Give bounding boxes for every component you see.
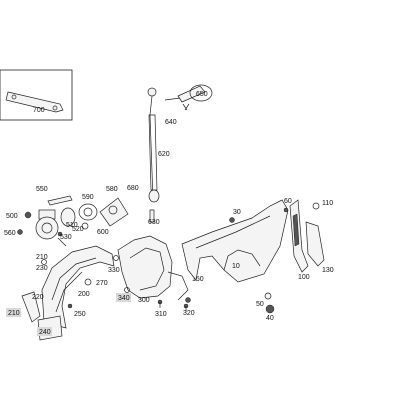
svg-text:130: 130	[322, 267, 334, 274]
svg-text:630: 630	[148, 219, 160, 226]
svg-text:700: 700	[33, 107, 45, 114]
small-parts-cluster	[17, 195, 129, 247]
label-40: 40	[266, 315, 274, 322]
label-340-boxed: 340	[116, 293, 131, 302]
svg-text:150: 150	[192, 276, 204, 283]
label-500: 500	[6, 213, 18, 220]
svg-text:220: 220	[32, 294, 44, 301]
label-150: 150	[192, 276, 204, 283]
label-310: 310	[155, 311, 167, 318]
label-240-boxed: 240	[37, 327, 52, 336]
label-270: 270	[96, 280, 108, 287]
svg-text:310: 310	[155, 311, 167, 318]
label-650: 650	[196, 91, 208, 98]
wheelhouse-panel	[113, 235, 191, 312]
label-200: 200	[78, 291, 90, 298]
svg-text:510: 510	[66, 222, 78, 229]
label-620: 620	[158, 151, 170, 158]
label-10: 10	[232, 263, 240, 270]
svg-text:110: 110	[322, 200, 333, 207]
svg-text:30: 30	[233, 209, 241, 216]
svg-text:580: 580	[106, 186, 118, 193]
label-680: 680	[127, 185, 139, 192]
trim-parts-right	[264, 199, 325, 314]
svg-text:550: 550	[36, 186, 48, 193]
svg-text:50: 50	[256, 301, 264, 308]
svg-text:330: 330	[108, 267, 120, 274]
label-300: 300	[138, 297, 150, 304]
label-520: 520	[72, 226, 84, 233]
label-580: 580	[106, 186, 118, 193]
label-130: 130	[322, 267, 334, 274]
label-230: 230	[36, 265, 48, 272]
label-220: 220	[32, 294, 44, 301]
svg-text:230: 230	[36, 265, 48, 272]
svg-text:210: 210	[36, 254, 48, 261]
label-250: 250	[74, 311, 86, 318]
svg-text:100: 100	[298, 274, 310, 281]
svg-text:210: 210	[8, 310, 20, 317]
label-30: 30	[233, 209, 241, 216]
svg-text:640: 640	[165, 119, 177, 126]
front-fender	[181, 199, 289, 283]
inset-box-700	[0, 69, 73, 121]
svg-text:650: 650	[196, 91, 208, 98]
label-210-top: 210	[36, 254, 48, 261]
label-320: 320	[183, 310, 195, 317]
label-330: 330	[108, 267, 120, 274]
label-630: 630	[148, 219, 160, 226]
label-530: 530	[60, 234, 72, 241]
label-640: 640	[165, 119, 177, 126]
svg-text:300: 300	[138, 297, 150, 304]
svg-text:200: 200	[78, 291, 90, 298]
svg-text:600: 600	[97, 229, 109, 236]
svg-text:250: 250	[74, 311, 86, 318]
svg-text:10: 10	[232, 263, 240, 270]
svg-text:270: 270	[96, 280, 108, 287]
label-110: 110	[322, 200, 333, 207]
label-100: 100	[298, 274, 310, 281]
svg-text:240: 240	[39, 329, 51, 336]
label-600: 600	[97, 229, 109, 236]
svg-text:320: 320	[183, 310, 195, 317]
svg-text:590: 590	[82, 194, 94, 201]
label-560: 560	[4, 230, 16, 237]
label-550: 550	[36, 186, 48, 193]
svg-text:60: 60	[284, 198, 292, 205]
label-210-boxed: 210	[6, 308, 21, 317]
svg-text:40: 40	[266, 315, 274, 322]
svg-text:340: 340	[118, 295, 130, 302]
svg-text:530: 530	[60, 234, 72, 241]
label-60: 60	[284, 198, 292, 205]
label-510: 510	[66, 222, 78, 229]
svg-text:620: 620	[158, 151, 170, 158]
svg-text:500: 500	[6, 213, 18, 220]
svg-text:560: 560	[4, 230, 16, 237]
rod-assembly	[147, 84, 213, 223]
label-700: 700	[33, 107, 45, 114]
svg-text:680: 680	[127, 185, 139, 192]
label-590: 590	[82, 194, 94, 201]
svg-text:520: 520	[72, 226, 84, 233]
label-50: 50	[256, 301, 264, 308]
